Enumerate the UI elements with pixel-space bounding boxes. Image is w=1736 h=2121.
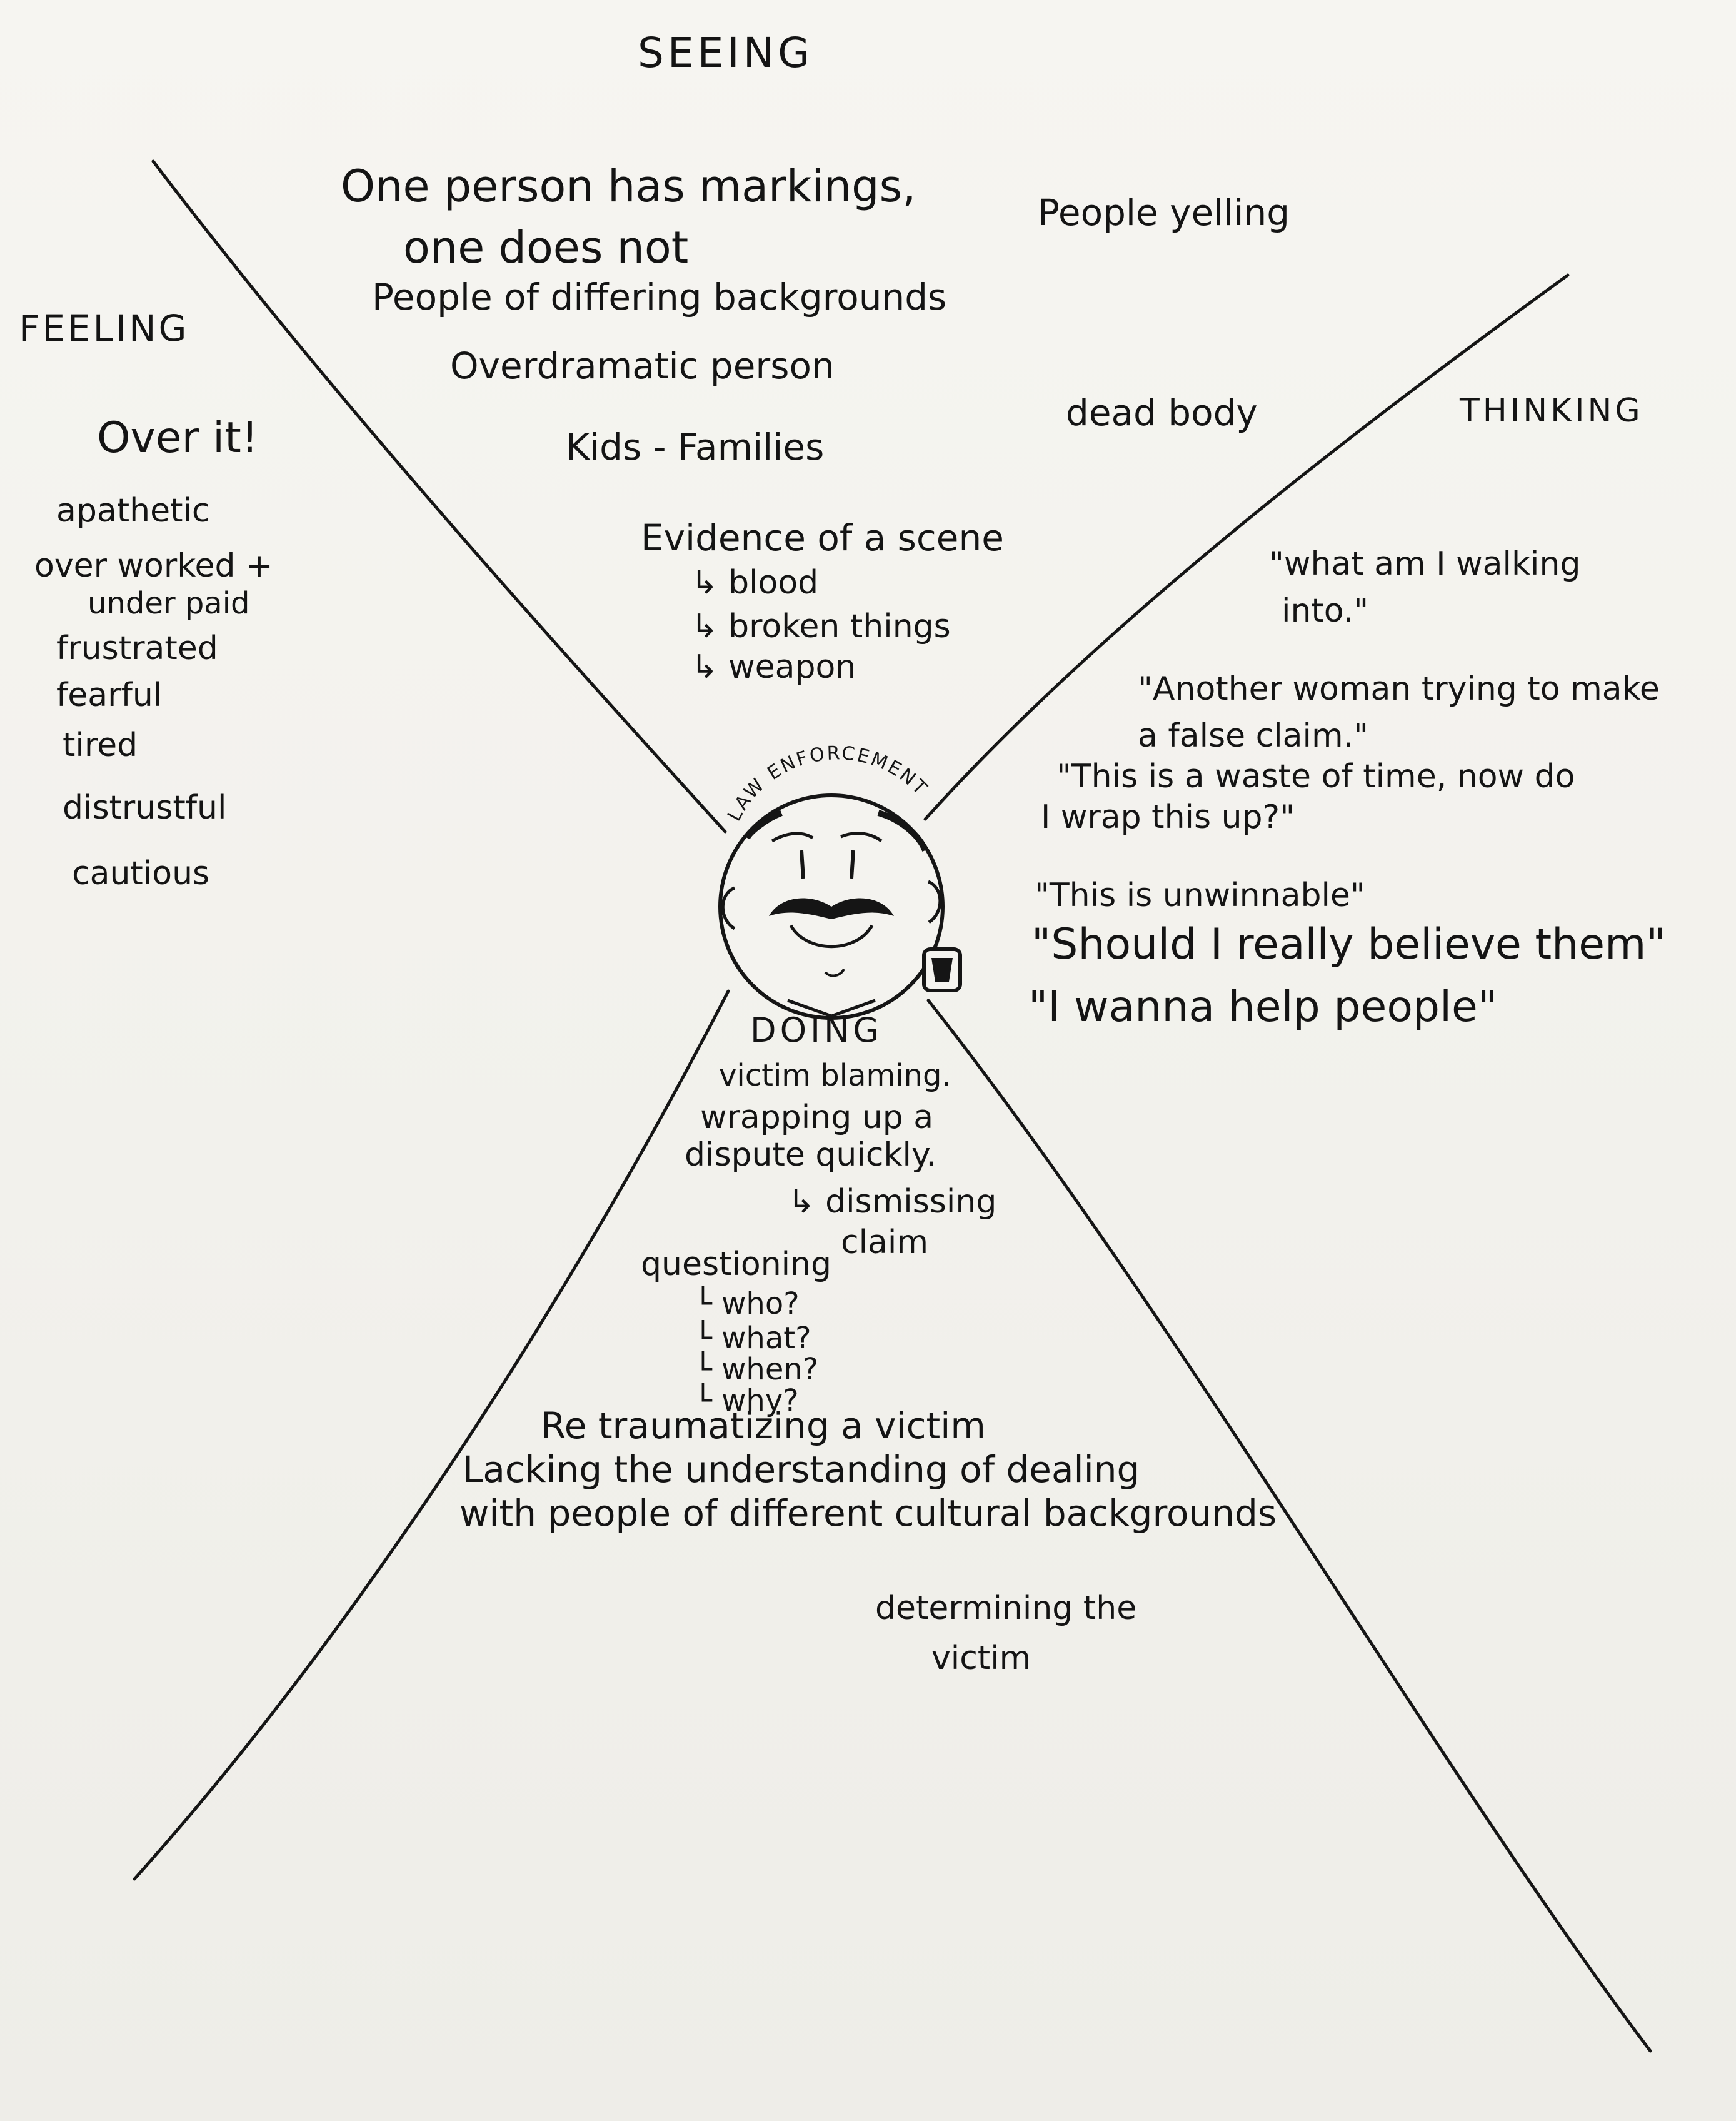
feeling-fearful: fearful [56,677,163,714]
seeing-markings-line-2: one does not [403,222,689,273]
header-feeling: FEELING [19,307,189,350]
seeing-evidence-blood: ↳ blood [691,564,819,602]
doing-dismissing-claim-line-1: ↳ dismissing [788,1183,997,1221]
divider-bottom-left [133,989,730,1881]
doing-questioning-who: └ who? [694,1286,800,1321]
thinking-false-claim-line-1: "Another woman trying to make [1138,670,1660,708]
doing-questioning-why: └ why? [694,1383,799,1418]
doing-determining-victim-line-1: determining the [875,1589,1137,1627]
divider-top-right [923,273,1570,821]
doing-determining-victim-line-2: victim [931,1640,1031,1677]
feeling-overworked: over worked + [34,547,273,585]
doing-wrapping-up-line-2: dispute quickly. [685,1136,936,1174]
doing-questioning-when: └ when? [694,1352,819,1387]
doing-lacking-understanding-line-1: Lacking the understanding of dealing [463,1448,1140,1491]
feeling-over-it: Over it! [97,413,258,463]
feeling-cautious: cautious [72,855,210,892]
seeing-overdramatic-person: Overdramatic person [450,345,835,387]
seeing-people-yelling: People yelling [1038,191,1290,234]
header-thinking: THINKING [1460,392,1643,430]
feeling-distrustful: distrustful [63,789,227,827]
feeling-underpaid: under paid [88,586,250,621]
seeing-differing-backgrounds: People of differing backgrounds [372,276,947,318]
feeling-frustrated: frustrated [56,630,218,667]
thinking-false-claim-line-2: a false claim." [1138,717,1369,755]
seeing-kids-families: Kids - Families [566,426,825,468]
doing-retraumatizing-victim: Re traumatizing a victim [541,1404,986,1447]
thinking-believe-them: "Should I really believe them" [1031,920,1666,969]
doing-questioning: questioning [641,1246,832,1283]
thinking-waste-of-time-line-1: "This is a waste of time, now do [1056,758,1575,795]
doing-lacking-understanding-line-2: with people of different cultural backgr… [459,1492,1277,1534]
header-seeing: SEEING [638,29,814,77]
seeing-markings-line-1: One person has markings, [341,161,916,212]
seeing-evidence-weapon: ↳ weapon [691,648,856,686]
doing-questioning-what: └ what? [694,1321,811,1356]
thinking-unwinnable: "This is unwinnable" [1035,877,1365,914]
divider-top-left [151,159,727,834]
seeing-evidence-of-scene: Evidence of a scene [641,516,1004,559]
thinking-walking-into-line-2: into." [1282,592,1369,630]
doing-victim-blaming: victim blaming. [719,1058,951,1093]
thinking-waste-of-time-line-2: I wrap this up?" [1041,799,1295,836]
divider-bottom-right [926,999,1652,2053]
header-doing: DOING [750,1010,883,1050]
thinking-help-people: "I wanna help people" [1028,982,1498,1032]
police-officer-face-icon: LAW ENFORCEMENT [718,742,945,1020]
feeling-tired: tired [63,727,138,764]
doing-dismissing-claim-line-2: claim [841,1224,929,1261]
doing-wrapping-up-line-1: wrapping up a [700,1099,934,1136]
feeling-apathetic: apathetic [56,492,210,530]
seeing-evidence-broken-things: ↳ broken things [691,608,951,645]
police-badge-icon [922,947,962,992]
thinking-walking-into-line-1: "what am I walking [1269,545,1581,583]
seeing-dead-body: dead body [1066,391,1258,434]
